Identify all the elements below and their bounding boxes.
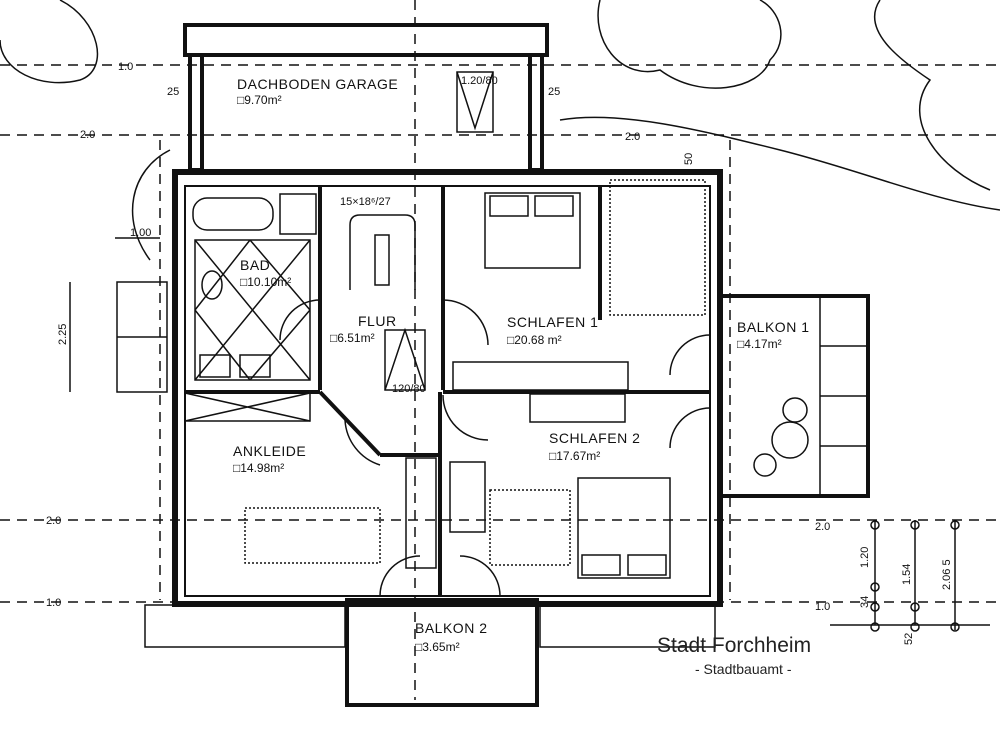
level-label-2-0-right: 2.0 bbox=[625, 131, 640, 143]
room-label-flur: FLUR bbox=[358, 313, 397, 329]
room-label-garage: DACHBODEN GARAGE bbox=[237, 76, 398, 92]
interior-walls bbox=[185, 186, 710, 596]
balkon-1 bbox=[718, 294, 870, 498]
side-steps bbox=[116, 281, 168, 393]
level-label-2-0-right-bottom: 2.0 bbox=[815, 521, 830, 533]
stairs bbox=[349, 214, 426, 391]
stamp-office: - Stadtbauamt - bbox=[695, 661, 792, 677]
room-area-bad: □10.10m² bbox=[240, 275, 291, 289]
dim-25-right: 25 bbox=[548, 86, 560, 98]
room-label-balkon-2: BALKON 2 bbox=[415, 620, 487, 636]
room-label-schlafen-2: SCHLAFEN 2 bbox=[549, 430, 640, 446]
bed-schlafen-2 bbox=[449, 461, 671, 579]
wardrobes bbox=[184, 361, 629, 569]
dim-25-left: 25 bbox=[167, 86, 179, 98]
balkon-2 bbox=[144, 598, 716, 707]
dim-1-20: 1.20 bbox=[859, 547, 871, 568]
door-swings bbox=[279, 299, 711, 597]
room-area-ankleide: □14.98m² bbox=[233, 461, 284, 475]
room-area-balkon-1: □4.17m² bbox=[737, 337, 782, 351]
room-area-balkon-2: □3.65m² bbox=[415, 640, 460, 654]
hatch-label-flur: 120/80 bbox=[392, 383, 426, 395]
level-label-2-0-left: 2.0 bbox=[46, 515, 61, 527]
dim-50: 50 bbox=[683, 153, 695, 165]
room-area-flur: □6.51m² bbox=[330, 331, 375, 345]
level-label-1-0-left: 1.0 bbox=[46, 597, 61, 609]
level-label-1-0-right-bottom: 1.0 bbox=[815, 601, 830, 613]
tree-outlines bbox=[0, 0, 1000, 261]
room-area-garage: □9.70m² bbox=[237, 93, 282, 107]
room-label-ankleide: ANKLEIDE bbox=[233, 443, 306, 459]
room-area-schlafen-2: □17.67m² bbox=[549, 449, 600, 463]
room-label-bad: BAD bbox=[240, 257, 270, 273]
bed-schlafen-1 bbox=[484, 179, 706, 316]
dimension-chain bbox=[69, 237, 990, 632]
stamp-city: Stadt Forchheim bbox=[657, 634, 811, 657]
dim-34: 34 bbox=[859, 596, 871, 608]
dim-52: 52 bbox=[903, 633, 915, 645]
level-label-2-0-top: 2.0 bbox=[80, 129, 95, 141]
dim-2-25: 2.25 bbox=[57, 324, 69, 345]
dim-2-06-5: 2.06 5 bbox=[941, 559, 953, 590]
dim-1-54: 1.54 bbox=[901, 564, 913, 585]
level-label-1-0-top: 1.0 bbox=[118, 61, 133, 73]
room-label-balkon-1: BALKON 1 bbox=[737, 319, 809, 335]
exterior-walls bbox=[172, 169, 723, 607]
room-label-schlafen-1: SCHLAFEN 1 bbox=[507, 314, 598, 330]
stairs-label: 15×18⁶/27 bbox=[340, 196, 391, 208]
room-area-schlafen-1: □20.68 m² bbox=[507, 333, 562, 347]
hatch-label-garage: 1.20/80 bbox=[461, 75, 498, 87]
bathroom-fixtures bbox=[192, 193, 317, 381]
dim-1-00: 1.00 bbox=[130, 227, 151, 239]
